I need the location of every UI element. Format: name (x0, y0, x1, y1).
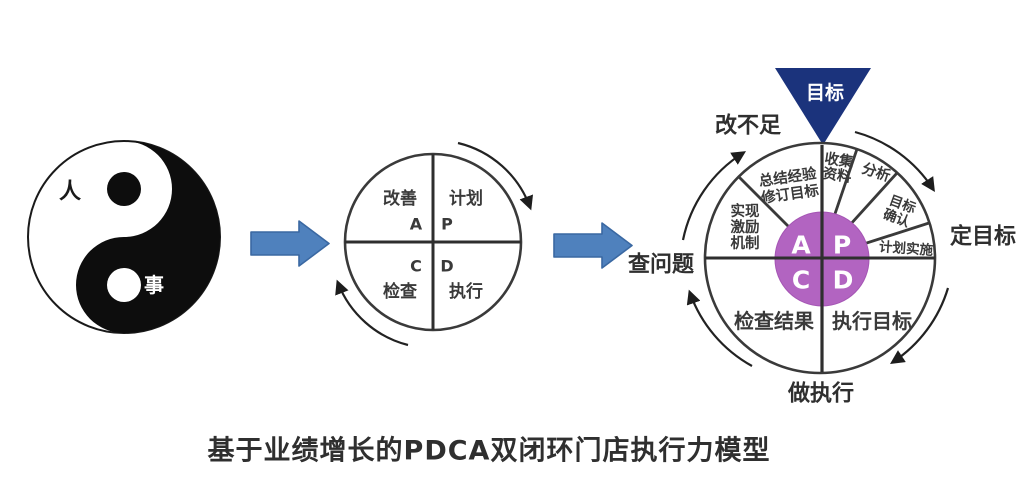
hub-letter-a: A (791, 231, 811, 260)
quadrant-do-letter: D (440, 257, 453, 276)
quadrant-do-label: 执行 (449, 281, 483, 302)
clockwise-arc-icon-bottomleft (686, 289, 753, 367)
collect-line2: 资料 (821, 164, 853, 186)
do-execute-label: 做执行 (787, 381, 854, 407)
segment-incentive: 实现 激励 机制 (731, 202, 760, 252)
pdca-simple-cycle: 改善 A 计划 P C 检查 D 执行 (335, 141, 534, 347)
set-goal-label: 定目标 (950, 224, 1016, 250)
yinyang-symbol: 人 事 (27, 140, 221, 334)
fix-gap-label: 改不足 (715, 113, 781, 139)
quadrant-improve-label: 改善 (383, 188, 417, 209)
yinyang-white-dot (107, 268, 141, 302)
clockwise-arc-icon-bottomright (890, 287, 950, 364)
incentive-line1: 实现 (731, 202, 760, 220)
pdca-double-loop-cycle: 目标 A P C D 总结经验 修订目标 实现 激励 机制 收集 资料 (628, 68, 1016, 407)
quadrant-improve-letter: A (410, 215, 423, 234)
plan-impl-label: 计划实施 (879, 238, 935, 259)
hub-letter-p: P (833, 231, 851, 260)
quadrant-plan-label: 计划 (449, 188, 483, 209)
clockwise-arc-icon-top (457, 141, 534, 211)
yinyang-black-dot (107, 172, 141, 206)
check-result-label: 检查结果 (734, 309, 814, 333)
yinyang-matter-label: 事 (144, 273, 164, 297)
goal-label: 目标 (806, 82, 844, 104)
segment-collect: 收集 资料 (821, 149, 855, 186)
clockwise-arc-icon-bottom (335, 279, 409, 347)
clockwise-arc-icon-topleft (681, 151, 747, 241)
quadrant-check-letter: C (410, 257, 422, 276)
execute-goal-label: 执行目标 (832, 309, 912, 333)
quadrant-check-label: 检查 (383, 281, 418, 302)
incentive-line3: 机制 (731, 234, 760, 252)
yinyang-person-label: 人 (59, 180, 81, 205)
collect-line1: 收集 (824, 149, 856, 171)
flow-arrow-icon-1 (250, 220, 330, 267)
clockwise-arc-icon-topright (854, 130, 935, 193)
hub-letter-c: C (792, 266, 810, 295)
incentive-line2: 激励 (731, 218, 760, 236)
find-problem-label: 查问题 (628, 253, 695, 278)
quadrant-plan-letter: P (441, 215, 453, 234)
diagram-caption: 基于业绩增长的PDCA双闭环门店执行力模型 (208, 435, 771, 467)
flow-arrow-icon-2 (553, 222, 633, 269)
goal-triangle-icon (775, 68, 871, 145)
hub-letter-d: D (833, 266, 854, 295)
